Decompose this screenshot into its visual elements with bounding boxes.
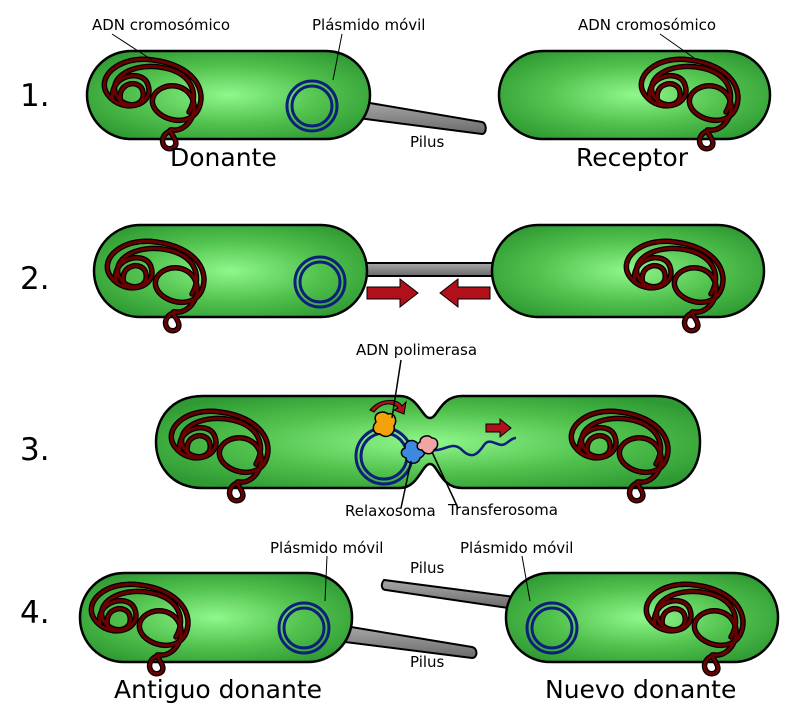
dna-polymerase-icon <box>372 411 397 438</box>
leader-line <box>400 460 412 509</box>
label-recipient: Receptor <box>576 143 689 172</box>
arrow-left-icon <box>439 277 491 309</box>
donor-cell <box>85 49 372 141</box>
label-pilus: Pilus <box>410 133 445 151</box>
leader-line <box>521 555 531 602</box>
leader-line <box>391 359 402 419</box>
step-2 <box>92 223 766 331</box>
step-4: Plásmido móvil Plásmido móvil Pilus Pilu… <box>78 539 780 704</box>
pilus-new-donor <box>380 578 516 611</box>
label-mobile-plasmid-new-donor: Plásmido móvil <box>460 539 573 557</box>
transfer-direction-arrow-icon <box>485 417 512 439</box>
label-mobile-plasmid-old-donor: Plásmido móvil <box>270 539 383 557</box>
label-pilus-top: Pilus <box>410 559 445 577</box>
label-relaxosome: Relaxosoma <box>345 502 436 520</box>
label-mobile-plasmid: Plásmido móvil <box>312 16 425 34</box>
pilus-step1 <box>357 99 487 136</box>
step-number-1: 1. <box>20 78 50 114</box>
step-3: ADN polimerasa Relaxosoma Transferosoma <box>154 341 702 520</box>
label-chromosomal-dna-donor: ADN cromosómico <box>92 16 230 34</box>
donor-cell <box>92 223 369 319</box>
label-old-donor: Antiguo donante <box>114 675 322 704</box>
label-pilus-bottom: Pilus <box>410 653 445 671</box>
pilus-old-donor <box>344 624 478 660</box>
leader-line <box>332 33 343 81</box>
leader-line <box>324 555 328 602</box>
leader-line <box>659 33 698 61</box>
step-number-3: 3. <box>20 432 50 468</box>
polymerase-direction-arrow-icon <box>369 400 407 415</box>
transferosome-icon <box>416 435 439 455</box>
label-donor: Donante <box>170 143 277 172</box>
label-transferosome: Transferosoma <box>447 501 558 519</box>
label-chromosomal-dna-recipient: ADN cromosómico <box>578 16 716 34</box>
leader-line <box>111 33 153 61</box>
step-1: ADN cromosómico Plásmido móvil ADN cromo… <box>85 16 772 172</box>
leader-line <box>431 451 459 509</box>
transferred-dna-strand <box>429 436 517 457</box>
label-new-donor: Nuevo donante <box>545 675 736 704</box>
arrow-right-icon <box>366 277 419 309</box>
label-dna-polymerase: ADN polimerasa <box>356 341 477 359</box>
step-number-2: 2. <box>20 261 50 297</box>
step-number-4: 4. <box>20 595 50 631</box>
pilus-step2 <box>354 262 506 277</box>
